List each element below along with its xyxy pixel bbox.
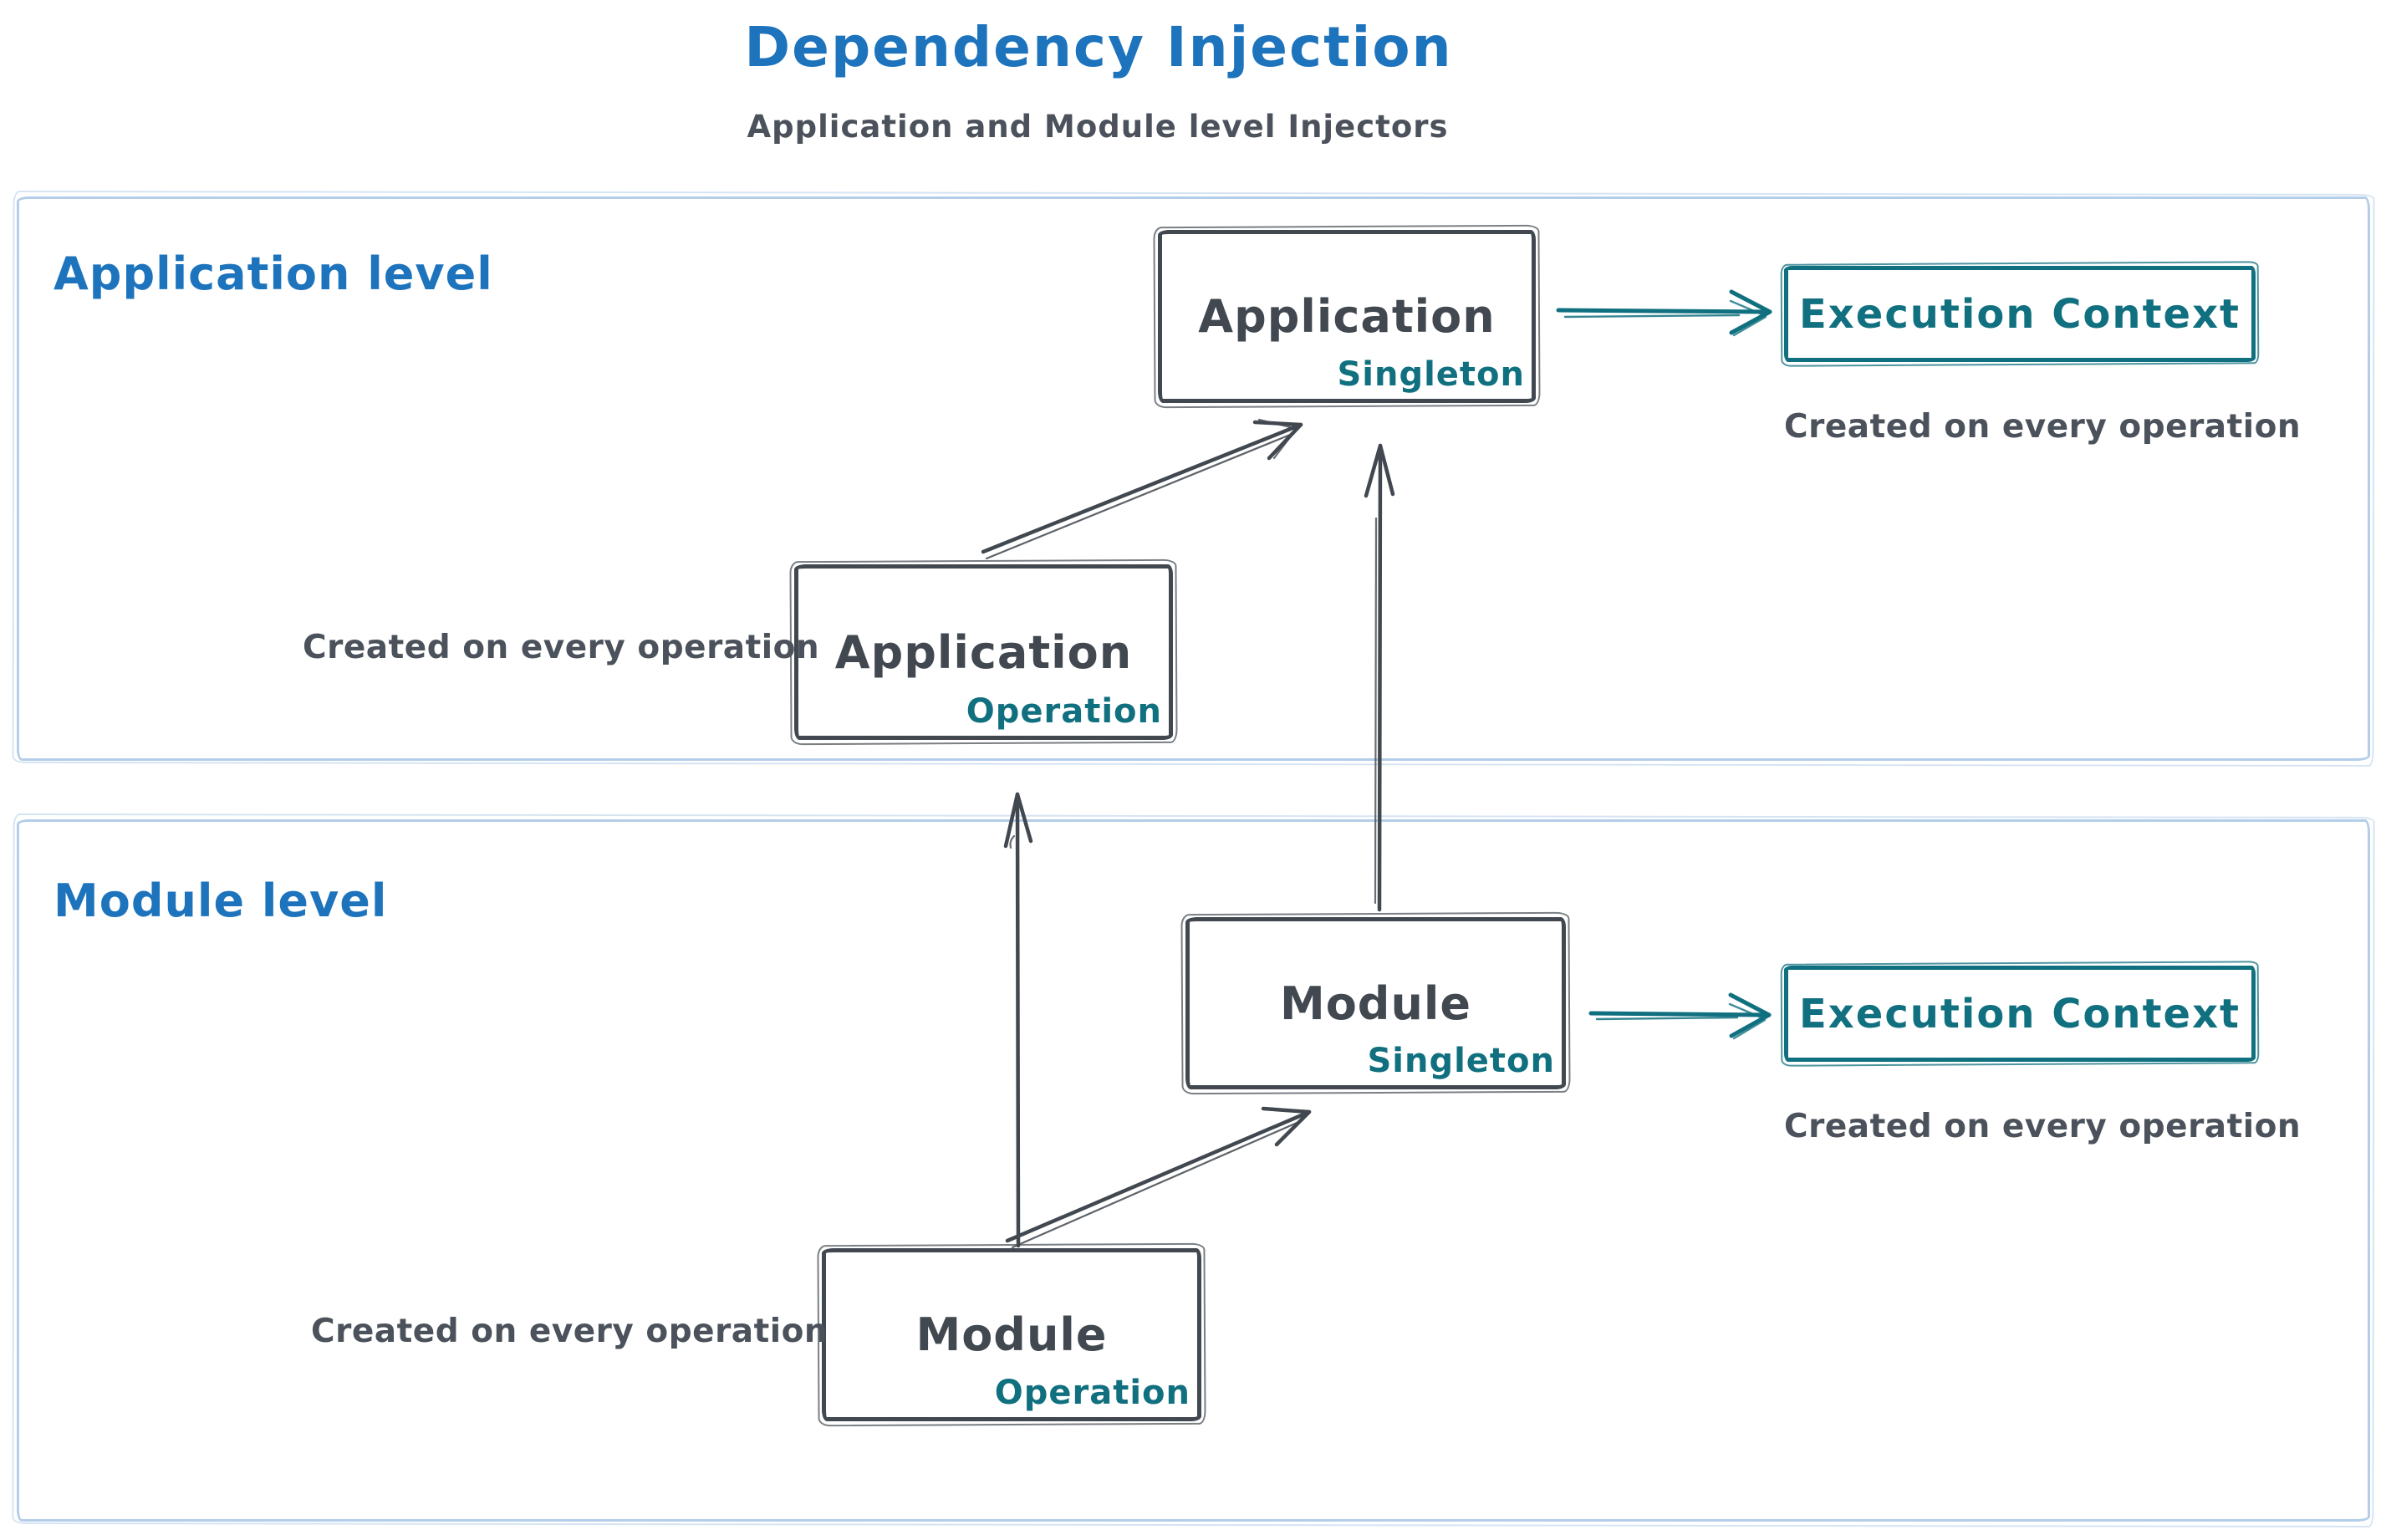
application-level-container: [17, 196, 2370, 761]
module-execution-context-note: Created on every operation: [1784, 1108, 2302, 1145]
application-operation-box: Application Operation: [794, 564, 1173, 740]
application-execution-context-label: Execution Context: [1799, 290, 2241, 338]
module-execution-context-box: Execution Context: [1784, 966, 2256, 1062]
module-level-container: [17, 819, 2370, 1522]
application-singleton-scope-tag: Singleton: [1337, 355, 1525, 394]
application-singleton-title: Application: [1198, 290, 1496, 343]
module-operation-box: Module Operation: [822, 1248, 1201, 1421]
application-operation-note: Created on every operation: [303, 629, 820, 666]
application-operation-title: Application: [834, 625, 1133, 679]
module-singleton-box: Module Singleton: [1185, 917, 1566, 1089]
module-singleton-scope-tag: Singleton: [1367, 1042, 1555, 1080]
application-execution-context-box: Execution Context: [1784, 266, 2256, 362]
module-singleton-title: Module: [1279, 977, 1472, 1030]
application-operation-scope-tag: Operation: [966, 692, 1162, 731]
module-operation-title: Module: [915, 1308, 1108, 1361]
module-operation-scope-tag: Operation: [994, 1374, 1190, 1412]
module-execution-context-label: Execution Context: [1799, 990, 2241, 1038]
application-singleton-box: Application Singleton: [1158, 230, 1536, 403]
module-level-label: Module level: [54, 875, 388, 927]
module-operation-note: Created on every operation: [311, 1313, 828, 1350]
application-level-label: Application level: [54, 247, 493, 300]
diagram-subtitle: Application and Module level Injectors: [747, 109, 1449, 145]
application-execution-context-note: Created on every operation: [1784, 408, 2302, 446]
diagram-title: Dependency Injection: [744, 15, 1453, 79]
